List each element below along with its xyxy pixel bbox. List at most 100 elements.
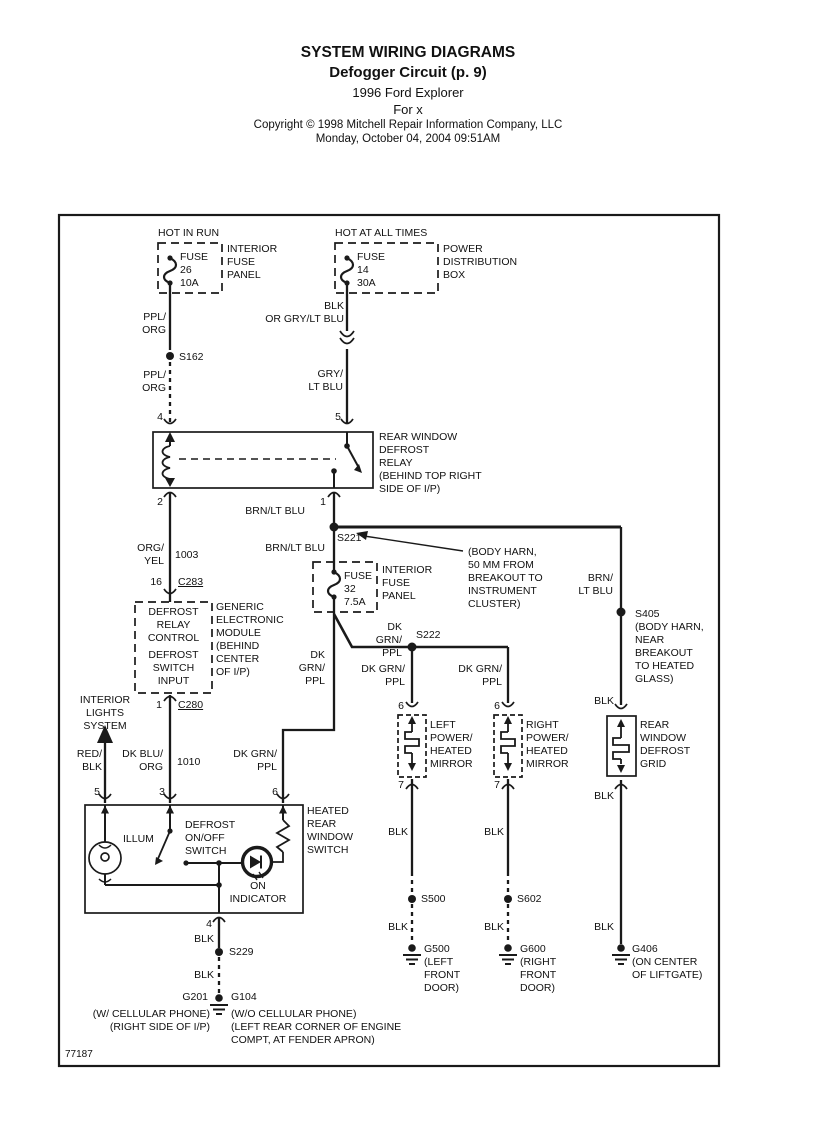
- ground-g500-label: G500 (LEFT FRONT DOOR): [424, 943, 461, 994]
- gem-pin-16: 16: [150, 576, 162, 588]
- wire-brn-ltblu-2: BRN/LT BLU: [265, 542, 325, 554]
- splice-s405-label: S405 (BODY HARN, NEAR BREAKOUT TO HEATED…: [635, 608, 704, 685]
- wire-blk-rm1: BLK: [484, 826, 504, 838]
- g104-note: (W/O CELLULAR PHONE) (LEFT REAR CORNER O…: [231, 1008, 402, 1046]
- interior-fuse-panel-box: [157, 242, 223, 294]
- s221-location-note: (BODY HARN, 50 MM FROM BREAKOUT TO INSTR…: [468, 546, 543, 610]
- gem-box: [134, 601, 213, 694]
- fuse32-label: FUSE 32 7.5A: [344, 570, 373, 608]
- interior-lights-system-label: INTERIOR LIGHTS SYSTEM: [79, 694, 131, 732]
- ground-symbols: [210, 944, 630, 1015]
- splice-s602: [504, 895, 512, 903]
- relay-pin-5: 5: [335, 411, 341, 423]
- diagram-border: [57, 213, 721, 1068]
- illum-label: ILLUM: [123, 833, 154, 845]
- ground-g201-g104: [210, 994, 228, 1015]
- g201-note: (W/ CELLULAR PHONE) (RIGHT SIDE OF I/P): [92, 1008, 210, 1033]
- fuse14-label: FUSE 14 30A: [357, 251, 386, 289]
- wire-dkgrn-ppl-switch: DK GRN/ PPL: [233, 748, 277, 773]
- ground-g500: [403, 944, 421, 965]
- relay-pin-1: 1: [320, 496, 326, 508]
- relay-pin-4: 4: [157, 411, 163, 423]
- fuse32-panel-label: INTERIOR FUSE PANEL: [382, 564, 433, 602]
- left-mirror-pin-7: 7: [398, 779, 404, 791]
- splice-s162: [166, 352, 174, 360]
- interior-fuse-panel-label: INTERIOR FUSE PANEL: [227, 243, 278, 281]
- page-title: SYSTEM WIRING DIAGRAMS: [300, 44, 516, 61]
- wire-dkblu-org: DK BLU/ ORG: [122, 748, 163, 773]
- defrost-onoff-switch-label: DEFROST ON/OFF SWITCH: [185, 819, 236, 857]
- print-datetime: Monday, October 04, 2004 09:51AM: [315, 133, 501, 145]
- right-mirror-pin-6: 6: [494, 700, 500, 712]
- vehicle-name: 1996 Ford Explorer: [352, 85, 464, 100]
- hot-at-all-times-label: HOT AT ALL TIMES: [335, 227, 428, 239]
- on-indicator-label: ON INDICATOR: [229, 880, 287, 905]
- defrost-grid-label: REAR WINDOW DEFROST GRID: [640, 719, 691, 770]
- splice-s229-label: S229: [229, 946, 254, 958]
- ground-g104-label: G104: [231, 991, 257, 1003]
- splice-s602-label: S602: [517, 893, 542, 905]
- fuse26-label: FUSE 26 10A: [180, 251, 209, 289]
- splice-s229: [215, 948, 223, 956]
- copyright-line: Copyright © 1998 Mitchell Repair Informa…: [253, 119, 563, 131]
- switch-pin-3: 3: [159, 786, 165, 798]
- gem-defrost-switch-input: DEFROST SWITCH INPUT: [148, 649, 199, 687]
- connector-brackets: [98, 330, 628, 923]
- switch-pin-4: 4: [206, 918, 212, 930]
- circuit-subtitle: Defogger Circuit (p. 9): [329, 64, 487, 81]
- switch-internals: [88, 805, 291, 913]
- splice-s405: [616, 607, 626, 617]
- circuit-1010: 1010: [177, 756, 201, 768]
- gem-defrost-relay-control: DEFROST RELAY CONTROL: [147, 606, 200, 644]
- wire-dkgrn-ppl-feed: DK GRN/ PPL: [375, 621, 402, 659]
- splice-s221-label: S221: [337, 532, 362, 544]
- wire-brn-ltblu-1: BRN/LT BLU: [245, 505, 305, 517]
- sheet-number: 77187: [65, 1049, 93, 1060]
- interior-lights-arrow: [97, 725, 113, 743]
- right-mirror-label: RIGHT POWER/ HEATED MIRROR: [526, 719, 569, 770]
- right-mirror-box: [493, 714, 523, 778]
- wire-dkgrn-ppl-main: DK GRN/ PPL: [298, 649, 325, 687]
- wire-org-yel: ORG/ YEL: [137, 542, 164, 567]
- ground-g600: [499, 944, 517, 965]
- gem-pin-1: 1: [156, 699, 162, 711]
- heated-rear-window-switch-label: HEATED REAR WINDOW SWITCH: [307, 805, 354, 856]
- switch-pin-5: 5: [94, 786, 100, 798]
- splice-s500-label: S500: [421, 893, 446, 905]
- wire-dkgrn-ppl-right-mirror: DK GRN/ PPL: [458, 663, 502, 688]
- left-mirror-label: LEFT POWER/ HEATED MIRROR: [430, 719, 473, 770]
- mirror-elements: [404, 716, 516, 771]
- component-boxes: [84, 242, 637, 914]
- power-distribution-box: [334, 242, 439, 294]
- splice-s500: [408, 895, 416, 903]
- wire-dkgrn-ppl-left-mirror: DK GRN/ PPL: [361, 663, 405, 688]
- wire-blk-lm2: BLK: [388, 921, 408, 933]
- wire-blk-rm2: BLK: [484, 921, 504, 933]
- vehicle-variant: For x: [393, 102, 423, 117]
- splice-s222: [407, 642, 417, 652]
- heated-rear-window-switch-box: [84, 804, 304, 914]
- ground-g406: [612, 944, 630, 965]
- s221-note-arrow: [356, 531, 464, 552]
- wires: [103, 285, 623, 993]
- switch-pin-6: 6: [272, 786, 278, 798]
- wire-gry-ltblu: GRY/ LT BLU: [308, 368, 343, 393]
- wire-blk-grid2: BLK: [594, 790, 614, 802]
- left-mirror-box: [397, 714, 427, 778]
- splice-s222-label: S222: [416, 629, 441, 641]
- wire-blk-sw2: BLK: [194, 969, 214, 981]
- ground-g406-label: G406 (ON CENTER OF LIFTGATE): [632, 943, 703, 981]
- relay-label: REAR WINDOW DEFROST RELAY (BEHIND TOP RI…: [379, 431, 482, 495]
- ground-g600-label: G600 (RIGHT FRONT DOOR): [520, 943, 557, 994]
- splice-s221: [329, 522, 339, 532]
- wire-blk-lm1: BLK: [388, 826, 408, 838]
- wire-ppl-org-2: PPL/ ORG: [142, 369, 166, 394]
- wire-brn-ltblu-3: BRN/ LT BLU: [578, 572, 613, 597]
- wire-ppl-org-1: PPL/ ORG: [142, 311, 166, 336]
- wire-red-blk: RED/ BLK: [76, 748, 102, 773]
- hot-in-run-label: HOT IN RUN: [158, 227, 220, 239]
- splice-s162-label: S162: [179, 351, 204, 363]
- fuse32-panel-box: [312, 561, 378, 613]
